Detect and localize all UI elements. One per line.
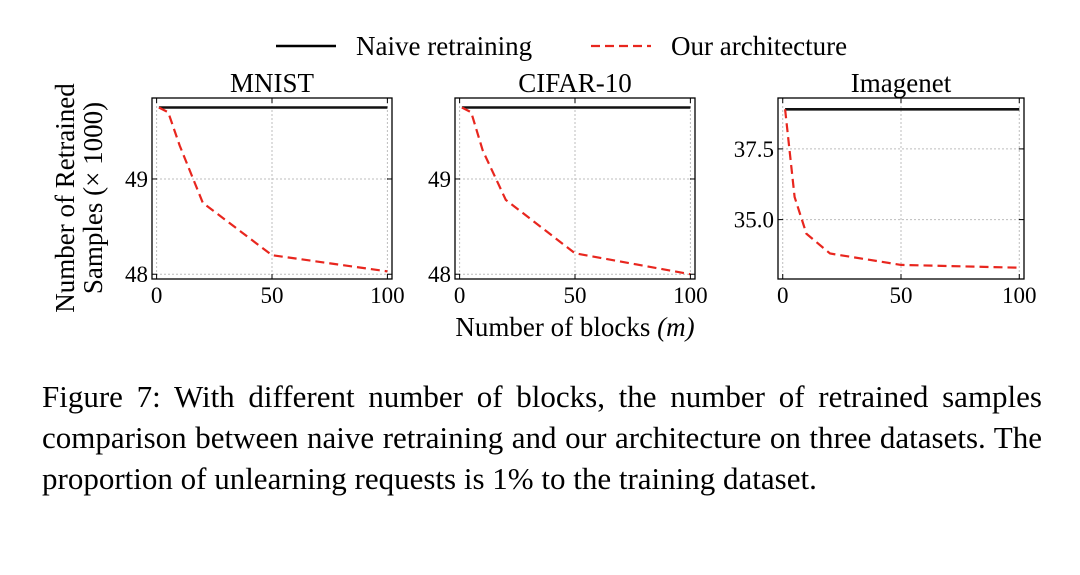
chart-title: CIFAR-10 xyxy=(518,68,632,98)
chart-panel-3: 0 50 100 35.0 37.5 Imagenet xyxy=(734,68,1037,308)
x-tick-label: 50 xyxy=(261,283,284,308)
series-line-our-architecture xyxy=(158,106,388,273)
y-tick-label: 48 xyxy=(428,262,451,287)
y-tick-label: 49 xyxy=(428,167,451,192)
y-axis-label-line-1: Number of Retrained xyxy=(50,83,80,313)
x-tick-label: 0 xyxy=(151,283,163,308)
x-tick-label: 0 xyxy=(454,283,466,308)
x-axis-label-variable: (m) xyxy=(657,312,694,342)
y-tick-label: 37.5 xyxy=(734,137,774,162)
chart-panel-1: 0 50 100 48 49 MNIST xyxy=(125,68,405,308)
chart-title: MNIST xyxy=(230,68,315,98)
figure: Naive retraining Our architecture Number … xyxy=(50,31,1037,342)
figure-caption: Figure 7: With different number of block… xyxy=(42,379,1042,496)
x-tick-label: 100 xyxy=(673,283,708,308)
chart-title: Imagenet xyxy=(851,68,952,98)
y-tick-label: 35.0 xyxy=(734,208,774,233)
series-line-our-architecture xyxy=(784,109,1020,269)
x-tick-label: 50 xyxy=(564,283,587,308)
x-tick-label: 0 xyxy=(777,283,789,308)
x-axis-label: Number of blocks (m) xyxy=(455,312,694,342)
x-tick-label: 100 xyxy=(370,283,405,308)
legend-label-our-architecture: Our architecture xyxy=(671,31,847,61)
x-axis-label: Number of blocks (m) xyxy=(455,312,694,342)
y-axis-label-line-2: Samples (× 1000) xyxy=(78,102,108,294)
x-tick-label: 50 xyxy=(890,283,913,308)
y-tick-label: 48 xyxy=(125,262,148,287)
legend: Naive retraining Our architecture xyxy=(276,31,847,61)
chart-panel-2: 0 50 100 48 49 CIFAR-10 xyxy=(428,68,708,308)
y-tick-label: 49 xyxy=(125,167,148,192)
x-tick-label: 100 xyxy=(1002,283,1037,308)
legend-label-naive-retraining: Naive retraining xyxy=(356,31,532,61)
series-line-our-architecture xyxy=(461,106,691,276)
